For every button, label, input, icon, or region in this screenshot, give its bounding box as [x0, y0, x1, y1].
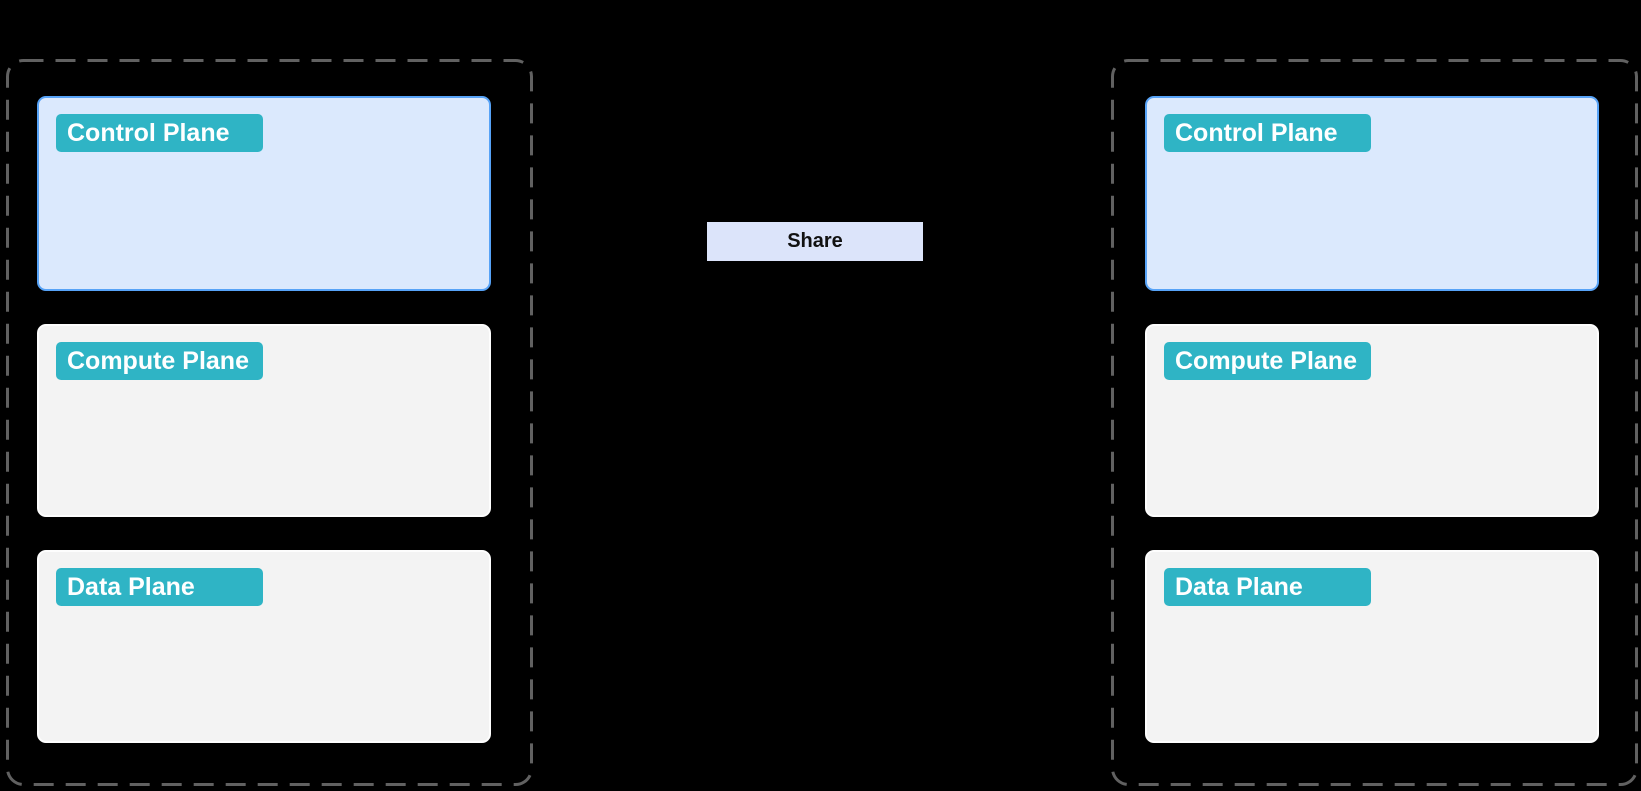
- compute-plane-label: Compute Plane: [1164, 342, 1371, 380]
- control-plane-label: Control Plane: [1164, 114, 1371, 152]
- control-plane-label: Control Plane: [56, 114, 263, 152]
- data-plane-box: Data Plane: [1145, 550, 1599, 743]
- dashed-boundary: [1111, 59, 1638, 786]
- deployment-group-left: Control Plane Compute Plane Data Plane: [6, 59, 533, 786]
- compute-plane-label: Compute Plane: [56, 342, 263, 380]
- compute-plane-box: Compute Plane: [37, 324, 491, 517]
- data-plane-label: Data Plane: [1164, 568, 1371, 606]
- data-plane-box: Data Plane: [37, 550, 491, 743]
- control-plane-box: Control Plane: [37, 96, 491, 291]
- control-plane-box: Control Plane: [1145, 96, 1599, 291]
- share-label: Share: [707, 222, 923, 261]
- data-plane-label: Data Plane: [56, 568, 263, 606]
- compute-plane-box: Compute Plane: [1145, 324, 1599, 517]
- deployment-group-right: Control Plane Compute Plane Data Plane: [1111, 59, 1638, 786]
- dashed-boundary: [6, 59, 533, 786]
